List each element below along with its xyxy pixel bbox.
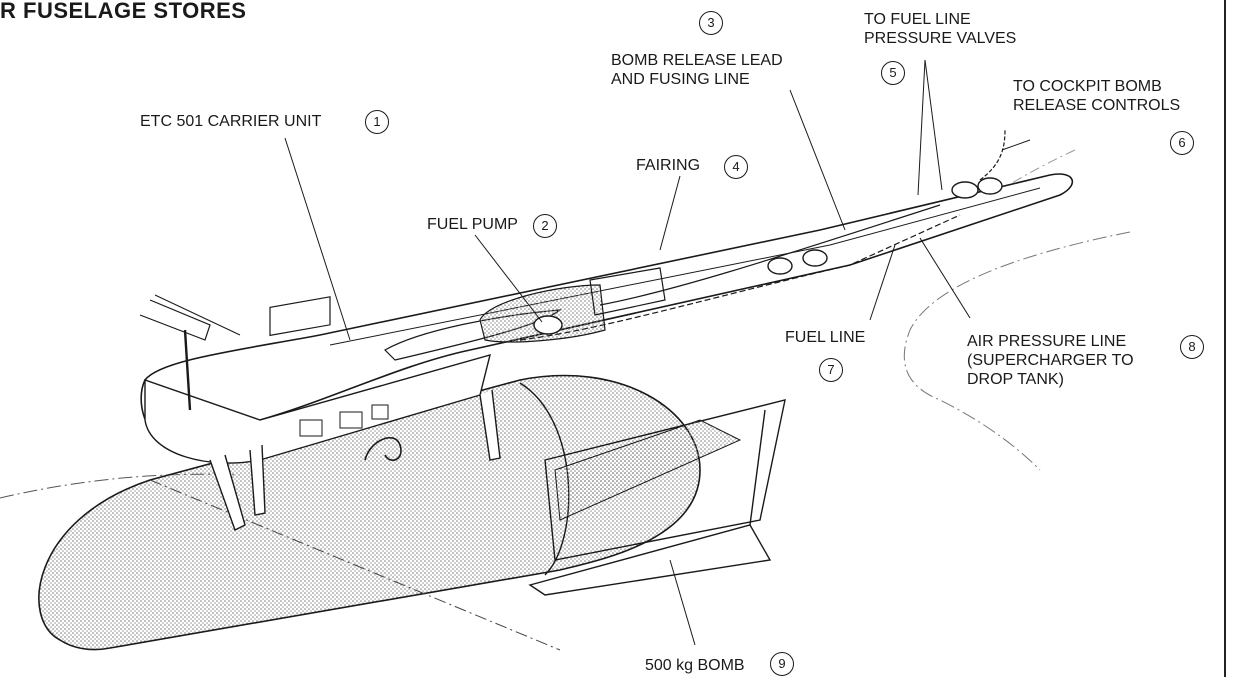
sway-brace-tube	[139, 299, 211, 341]
label-fairing: FAIRING	[636, 157, 701, 174]
cockpit-leads	[979, 129, 1006, 181]
end-cylinder-2	[977, 177, 1003, 195]
leader-fuel-line	[869, 244, 896, 321]
label-cockpit-1: TO COCKPIT BOMB	[1013, 78, 1162, 95]
fuel-pump-housing	[479, 284, 606, 343]
carrier-window-1	[299, 419, 323, 437]
leader-valves-b	[924, 59, 943, 191]
bomb-tail-fin-shaded	[554, 419, 742, 521]
release-lead-pipe	[599, 204, 941, 306]
leader-fuel-pump	[474, 234, 543, 323]
bomb-tail-fin-lower	[528, 524, 772, 596]
label-air-line-3: DROP TANK)	[967, 371, 1064, 388]
carrier-leg-front	[249, 444, 266, 516]
leader-air-line	[919, 237, 971, 319]
bomb	[38, 374, 786, 651]
carrier-panel	[269, 296, 331, 337]
bomb-centerline	[149, 479, 561, 651]
label-carrier-unit: ETC 501 CARRIER UNIT	[140, 113, 322, 130]
label-bomb-release-1: BOMB RELEASE LEAD	[611, 52, 783, 69]
bomb-tail-fin-upper	[544, 399, 786, 561]
carrier-window-2	[339, 411, 363, 429]
callout-7: 7	[819, 358, 843, 382]
leader-bomb	[669, 559, 696, 646]
carrier-hook	[364, 437, 402, 461]
label-air-line-1: AIR PRESSURE LINE	[967, 333, 1127, 350]
leader-lines	[284, 59, 1031, 646]
frame-border	[1224, 0, 1226, 677]
valve-cylinder-2	[802, 249, 828, 267]
callout-3: 3	[699, 11, 723, 35]
label-cockpit-2: RELEASE CONTROLS	[1013, 97, 1181, 114]
sway-brace	[183, 329, 192, 411]
callout-2: 2	[533, 214, 557, 238]
carrier-leg-left	[209, 454, 246, 531]
carrier-assembly	[139, 129, 1074, 531]
bracket-rail	[589, 267, 666, 316]
label-bomb: 500 kg BOMB	[645, 657, 745, 674]
sway-brace-tube-line	[154, 294, 241, 336]
wing-reference-curve	[903, 231, 1131, 471]
label-valves-1: TO FUEL LINE	[864, 11, 971, 28]
callout-8: 8	[1180, 335, 1204, 359]
callout-9: 9	[770, 652, 794, 676]
label-fuel-line: FUEL LINE	[785, 329, 866, 346]
leader-fairing	[659, 175, 681, 251]
valve-cylinder-1	[767, 257, 793, 275]
leader-bomb-release	[789, 89, 846, 231]
label-valves-2: PRESSURE VALVES	[864, 30, 1017, 47]
leader-carrier-unit	[284, 137, 351, 341]
callout-1: 1	[365, 110, 389, 134]
carrier-window-3	[371, 404, 389, 420]
callout-5: 5	[881, 61, 905, 85]
fuel-pump	[533, 315, 563, 335]
leader-cockpit	[1001, 139, 1031, 151]
fuel-line-pipe	[519, 214, 961, 341]
callout-6: 6	[1170, 131, 1194, 155]
callout-4: 4	[724, 155, 748, 179]
label-air-line-2: (SUPERCHARGER TO	[967, 352, 1134, 369]
page-title: R FUSELAGE STORES	[0, 0, 247, 23]
carrier-box	[144, 353, 491, 464]
label-fuel-pump: FUEL PUMP	[427, 216, 518, 233]
label-bomb-release-2: AND FUSING LINE	[611, 71, 750, 88]
carrier-leg-right	[479, 389, 501, 461]
bomb-strut	[749, 409, 766, 526]
leader-valves-a	[917, 59, 926, 196]
end-cylinder-1	[951, 181, 979, 199]
